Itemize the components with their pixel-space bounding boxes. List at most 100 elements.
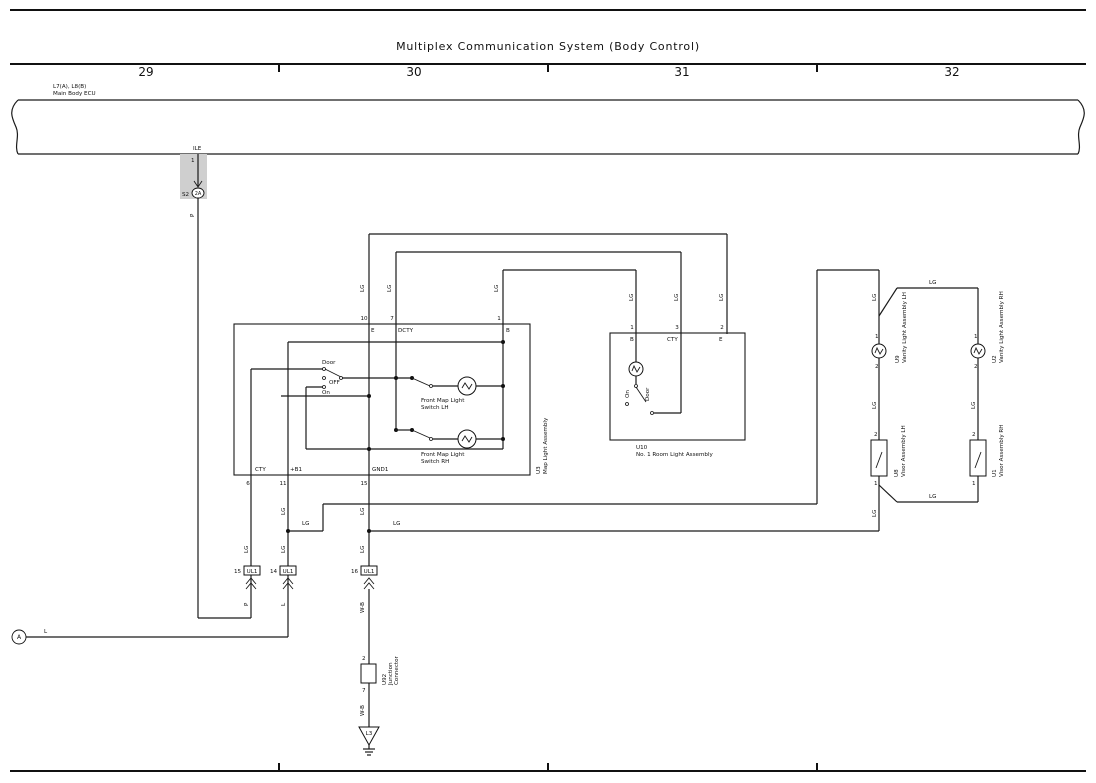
u2-pin-2: 2: [974, 364, 978, 370]
ecu-name: Main Body ECU: [53, 91, 96, 97]
svg-text:UL1: UL1: [247, 569, 258, 575]
connector-ul1-16: 16 UL1: [351, 565, 378, 590]
svg-text:LG: LG: [719, 294, 725, 301]
no1-room-light-assembly: [609, 332, 746, 441]
ml-on-label: On: [322, 390, 330, 396]
svg-text:LG: LG: [971, 402, 977, 409]
svg-text:LG: LG: [302, 521, 309, 527]
rl-pin-3: 3: [675, 325, 679, 331]
rl-pin-e: E: [719, 337, 723, 343]
rl-on-label: On: [625, 390, 631, 398]
u1-pin-2: 2: [972, 432, 976, 438]
ml-pin-b1: +B1: [290, 467, 303, 473]
ecu-ref: L7(A), L8(B): [53, 84, 86, 90]
svg-text:LG: LG: [393, 521, 400, 527]
u9-pin-2: 2: [875, 364, 879, 370]
svg-text:UL1: UL1: [283, 569, 294, 575]
ml-pin-cty: CTY: [255, 467, 266, 473]
wire-label-wb1: W-B: [360, 602, 366, 613]
svg-text:LG: LG: [929, 280, 936, 286]
ground-id: L3: [366, 731, 373, 737]
u2-name: Vanity Light Assembly RH: [999, 291, 1005, 363]
connector-ul1-15: 15 UL1: [234, 565, 261, 590]
svg-text:LG: LG: [629, 294, 635, 301]
u8-ref: U8: [894, 469, 900, 477]
rl-pin-2: 2: [720, 325, 724, 331]
map-light-name: Map Light Assembly: [543, 417, 549, 474]
rl-door-label: Door: [645, 387, 651, 401]
ml-pin-15: 15: [360, 481, 368, 487]
u92-name-1: Junction: [388, 662, 394, 686]
u1-name: Visor Assembly RH: [999, 424, 1005, 477]
svg-text:LG: LG: [360, 508, 366, 515]
wire-label-wb2: W-B: [360, 705, 366, 716]
svg-text:LG: LG: [244, 546, 250, 553]
visor-switch-rh: [969, 439, 987, 477]
ml-pin-dcty: DCTY: [398, 328, 414, 334]
diagram-title: Multiplex Communication System (Body Con…: [396, 40, 700, 53]
ml-pin-11: 11: [279, 481, 287, 487]
ecu-conn-ref: S2: [182, 192, 189, 198]
svg-text:LG: LG: [872, 402, 878, 409]
u92-ref: U92: [382, 674, 388, 685]
offpage-ref: A: [17, 634, 22, 641]
connector-ul1-14: 14 UL1: [270, 565, 297, 590]
column-32: 32: [944, 65, 959, 79]
ecu-pin-name: ILE: [193, 146, 202, 152]
rl-pin-1: 1: [630, 325, 634, 331]
ml-door-label: Door: [322, 360, 336, 366]
wire-label-l-a: L: [44, 629, 48, 635]
sw-rh-line1: Front Map Light: [421, 452, 465, 458]
room-light-ref: U10: [636, 445, 648, 451]
ml-pin-1: 1: [497, 316, 501, 322]
ground-l3: [358, 726, 380, 747]
u9-pin-1: 1: [875, 334, 879, 340]
u1-ref: U1: [992, 469, 998, 477]
ecu-conn-id: 2A: [195, 191, 202, 197]
ml-pin-gnd1: GND1: [372, 467, 389, 473]
u92-pin-7: 7: [362, 688, 366, 694]
ml-pin-7: 7: [390, 316, 394, 322]
svg-text:LG: LG: [387, 285, 393, 292]
svg-text:LG: LG: [872, 294, 878, 301]
ml-pin-b: B: [506, 328, 510, 334]
u9-name: Vanity Light Assembly LH: [902, 292, 908, 363]
u8-pin-1: 1: [874, 481, 878, 487]
visor-switch-lh: [870, 439, 888, 477]
ml-pin-6: 6: [246, 481, 250, 487]
sw-lh-line1: Front Map Light: [421, 398, 465, 404]
rl-pin-cty: CTY: [667, 337, 678, 343]
svg-text:UL1: UL1: [364, 569, 375, 575]
ml-pin-10: 10: [360, 316, 368, 322]
ecu-pin-num: 1: [191, 158, 195, 164]
room-light-name: No. 1 Room Light Assembly: [636, 452, 713, 458]
u1-pin-1: 1: [972, 481, 976, 487]
door-switch: [250, 367, 343, 570]
wire-label-p: P: [190, 213, 196, 217]
svg-text:16: 16: [351, 569, 359, 575]
wire-label-p2: P: [244, 602, 250, 606]
column-29: 29: [138, 65, 153, 79]
svg-text:15: 15: [234, 569, 242, 575]
svg-text:LG: LG: [872, 510, 878, 517]
u92-name-2: Connector: [394, 655, 400, 685]
rl-pin-b: B: [630, 337, 634, 343]
junction-connector: [360, 663, 377, 684]
u9-ref: U9: [895, 355, 901, 363]
ml-off-label: OFF: [329, 380, 340, 386]
map-light-assembly: [233, 323, 531, 476]
wire-labels-lg: LG LG LG LG LG LG LG LG LG LG LG LG LG L…: [244, 280, 977, 553]
svg-text:LG: LG: [494, 285, 500, 292]
svg-text:LG: LG: [360, 546, 366, 553]
wire-label-l2: L: [281, 602, 287, 606]
sw-rh-line2: Switch RH: [421, 459, 449, 465]
ml-pin-e: E: [371, 328, 375, 334]
svg-text:LG: LG: [360, 285, 366, 292]
u92-pin-2: 2: [362, 656, 366, 662]
u8-pin-2: 2: [874, 432, 878, 438]
svg-text:14: 14: [270, 569, 278, 575]
main-body-ecu: [11, 99, 1085, 155]
column-30: 30: [406, 65, 421, 79]
